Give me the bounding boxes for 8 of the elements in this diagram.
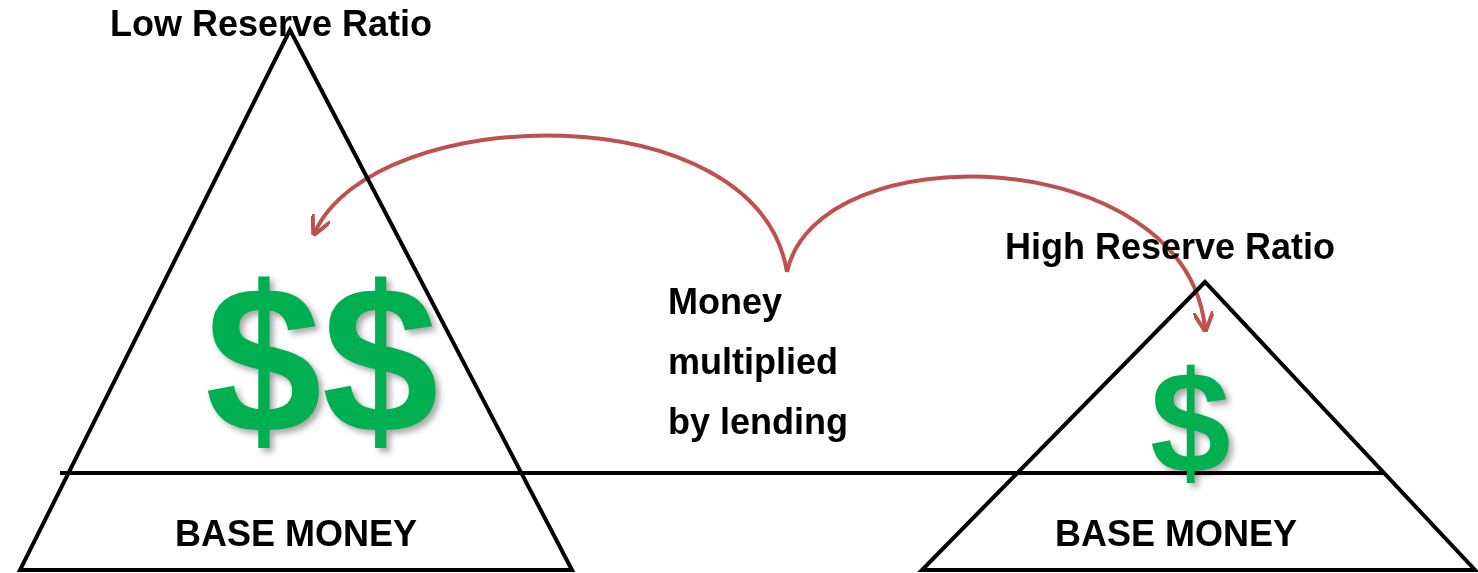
heading: Low Reserve Ratio	[110, 2, 433, 46]
band-label: BASE MONEY	[175, 512, 418, 556]
currency-symbol: $	[1150, 350, 1231, 495]
currency-symbol: $$	[205, 255, 439, 465]
curved-arrow	[310, 133, 789, 273]
band-label: BASE MONEY	[1055, 512, 1298, 556]
curved-arrow	[785, 175, 1213, 334]
caption-text: Money multiplied by lending	[668, 280, 849, 444]
